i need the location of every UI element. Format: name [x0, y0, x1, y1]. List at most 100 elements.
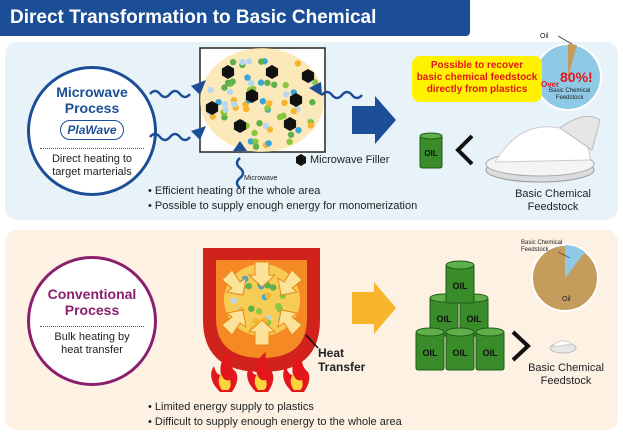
- microwave-bullet-2: • Possible to supply enough energy for m…: [148, 200, 418, 212]
- conventional-feedstock-line2: Feedstock: [540, 375, 592, 387]
- particle: [269, 284, 277, 291]
- conventional-feedstock-dish: [549, 340, 577, 354]
- heat-arrows: [221, 261, 303, 346]
- particle: [264, 292, 272, 299]
- particle: [265, 140, 272, 147]
- conventional-sub-line2: heat transfer: [61, 343, 123, 356]
- microwave-callout: Possible to recover basic chemical feeds…: [412, 56, 542, 102]
- plawave-logo: PlaWave: [60, 119, 124, 140]
- conventional-subtitle: Bulk heating by heat transfer: [40, 325, 144, 357]
- particle: [259, 98, 267, 105]
- microwave-pie-percent: 80%!: [560, 69, 593, 85]
- conventional-pie-feedstock-line2: Feedstock: [521, 247, 549, 253]
- microwave-filler-label: Microwave Filler: [310, 154, 390, 166]
- conventional-sub-line1: Bulk heating by: [54, 330, 130, 343]
- particle: [222, 106, 229, 113]
- particle: [251, 129, 258, 137]
- particle: [221, 114, 228, 121]
- particle: [283, 91, 290, 98]
- particle: [229, 58, 237, 66]
- microwave-can-label: OIL: [424, 149, 437, 158]
- particle: [281, 99, 288, 107]
- flame-icons: [211, 352, 310, 392]
- microwave-less-than: [455, 134, 474, 166]
- particle: [252, 318, 260, 325]
- conventional-pie-feedstock-label: Basic Chemical Feedstock: [521, 240, 562, 254]
- conventional-title-line1: Conventional: [47, 285, 137, 302]
- conventional-bullets: • Limited energy supply to plastics • Di…: [148, 400, 402, 430]
- filler-hexagon: [283, 117, 297, 131]
- oil-drum: OIL: [445, 327, 475, 371]
- particle: [282, 81, 289, 89]
- heat-transfer-line2: Transfer: [318, 360, 366, 374]
- particle: [215, 98, 222, 106]
- microwave-sub-line2: target marterials: [52, 165, 132, 178]
- particle: [230, 297, 238, 304]
- microwave-feedstock-line2: Feedstock: [527, 201, 579, 213]
- flame-icon: [283, 352, 310, 392]
- heat-transfer-pointer: [305, 334, 319, 349]
- particle: [239, 58, 246, 66]
- microwave-pie-chart: [534, 35, 602, 111]
- oil-drum-label: OIL: [453, 281, 469, 291]
- filler-hexagon: [221, 65, 235, 79]
- particle: [264, 79, 271, 87]
- microwave-feedstock-label: Basic Chemical Feedstock: [508, 188, 598, 214]
- filler-hexagon: [301, 69, 315, 83]
- microwave-feedstock-dish: [485, 115, 601, 183]
- microwave-wave-label: Microwave: [244, 175, 278, 182]
- microwave-filler-hexagon: [296, 154, 306, 166]
- conventional-feedstock-line1: Basic Chemical: [528, 362, 604, 374]
- microwave-pie-feedstock-line2: Feedstock: [555, 95, 584, 101]
- conventional-pie-feedstock-line1: Basic Chemical: [521, 240, 563, 246]
- microwave-wave-arrows: [149, 89, 363, 189]
- microwave-feedstock-line1: Basic Chemical: [515, 188, 591, 200]
- conventional-pie-chart: [531, 244, 599, 312]
- conventional-bullet-2: • Difficult to supply enough energy to t…: [148, 416, 402, 428]
- filler-hexagon: [233, 119, 247, 133]
- oil-drum-label: OIL: [453, 348, 469, 358]
- conventional-process-badge: Conventional Process Bulk heating by hea…: [27, 256, 157, 386]
- particle: [290, 108, 298, 115]
- microwave-pie-feedstock-label: Basic Chemical Feedstock: [549, 88, 590, 102]
- oil-drum-label: OIL: [483, 348, 499, 358]
- microwave-bullets: • Efficient heating of the whole area • …: [148, 184, 417, 214]
- particle: [224, 79, 232, 87]
- oil-drum-label: OIL: [423, 348, 439, 358]
- reactor-particles: [205, 58, 319, 150]
- microwave-arrow-heads: [191, 80, 322, 151]
- particle: [307, 122, 315, 129]
- particle: [256, 120, 263, 127]
- particle: [276, 113, 284, 121]
- particle: [255, 308, 263, 315]
- filler-hexagon: [245, 89, 259, 103]
- particle: [252, 143, 260, 150]
- particle: [258, 58, 265, 65]
- conventional-result-arrow: [352, 282, 396, 334]
- oil-drum-label: OIL: [437, 314, 453, 324]
- particle: [245, 282, 252, 290]
- microwave-process-badge: Microwave Process PlaWave Direct heating…: [27, 66, 157, 196]
- flame-icon: [247, 352, 274, 392]
- callout-line2: basic chemical feedstock: [416, 72, 538, 83]
- callout-line3: directly from plastics: [426, 84, 528, 95]
- particle: [247, 138, 255, 145]
- microwave-pie-feedstock-line1: Basic Chemical: [549, 88, 591, 94]
- particle: [231, 101, 238, 108]
- particle: [295, 127, 302, 134]
- particle: [207, 86, 214, 94]
- oil-drum: OIL: [415, 327, 445, 371]
- particle: [248, 305, 255, 312]
- filler-hexagon: [265, 65, 279, 79]
- particle: [262, 122, 270, 130]
- particle: [221, 101, 229, 108]
- microwave-subtitle: Direct heating to target marterials: [40, 147, 144, 179]
- heat-transfer-line1: Heat: [318, 346, 345, 360]
- particle: [294, 60, 302, 67]
- particle: [309, 99, 316, 106]
- particle: [266, 100, 273, 107]
- particle: [252, 138, 259, 145]
- particle: [244, 74, 251, 81]
